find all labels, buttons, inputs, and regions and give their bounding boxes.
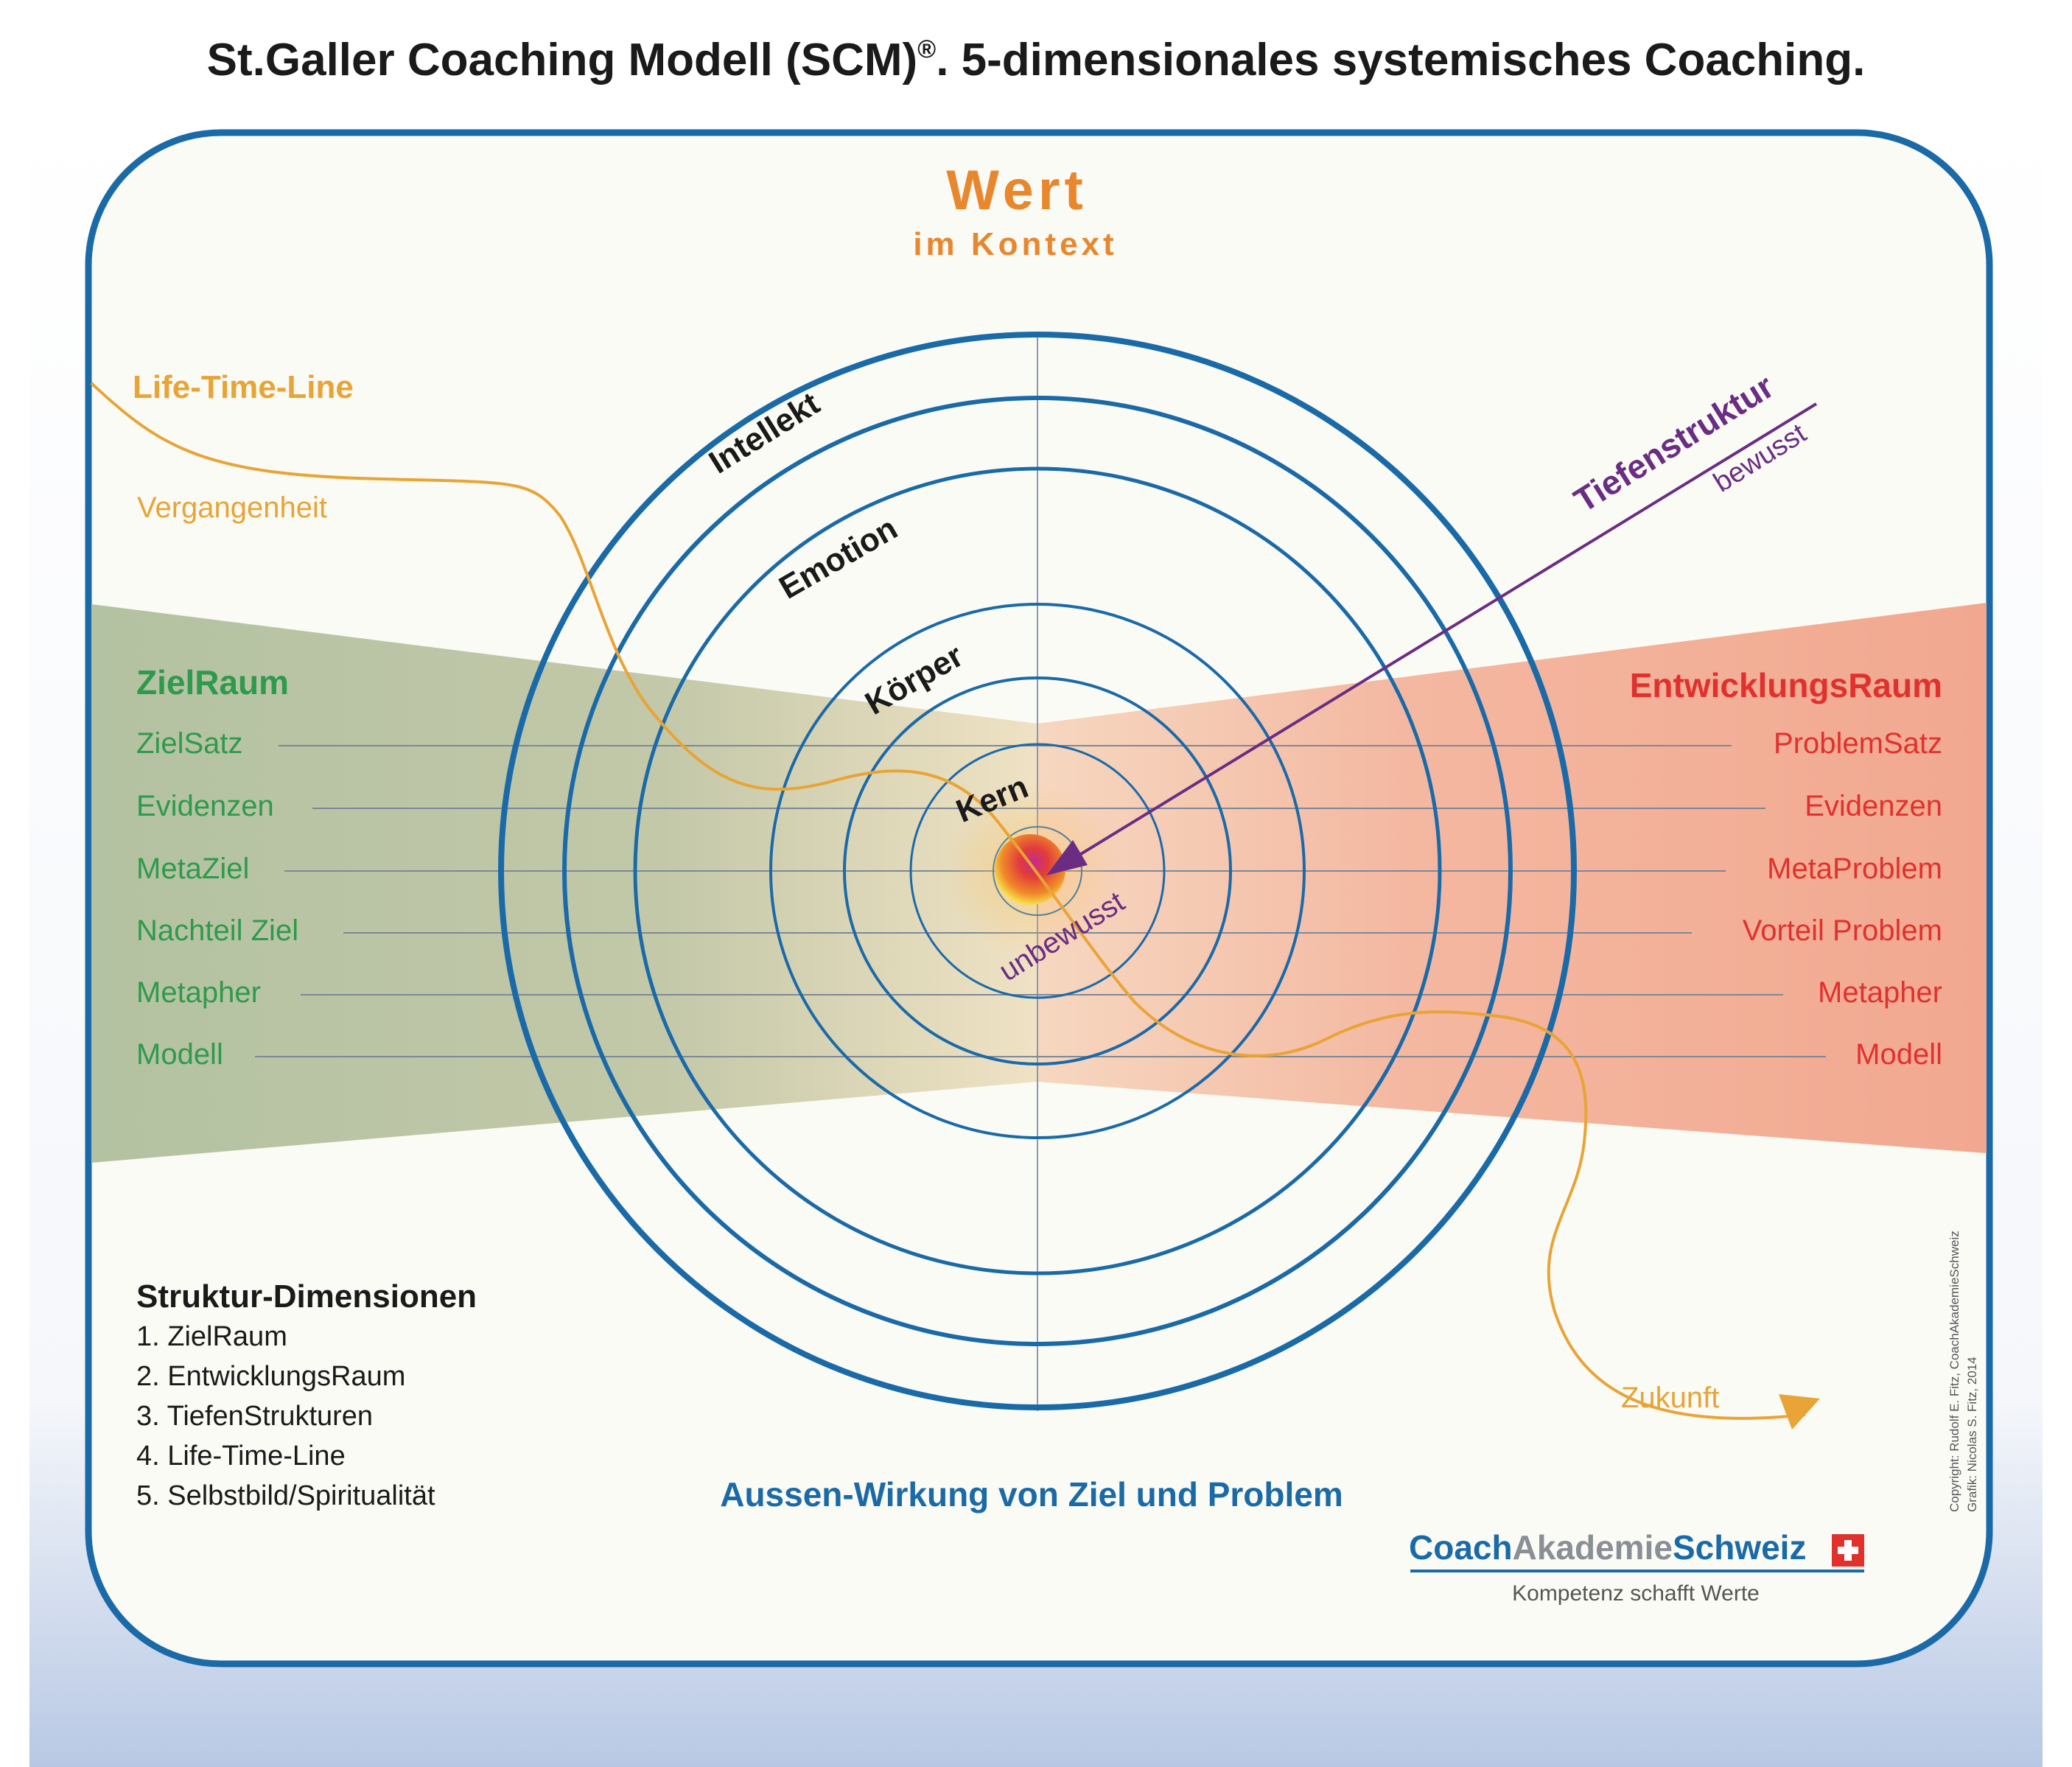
entwicklungsraum-title: EntwicklungsRaum xyxy=(1630,666,1942,704)
struktur-item: 1. ZielRaum xyxy=(136,1321,287,1352)
zielraum-item: MetaZiel xyxy=(136,853,249,885)
zielraum-item: Nachteil Ziel xyxy=(136,914,298,947)
zielraum-items: ZielSatz Evidenzen MetaZiel Nachteil Zie… xyxy=(136,727,298,1071)
entwicklungsraum-lines xyxy=(1037,745,1826,1057)
zielraum-title: ZielRaum xyxy=(136,663,289,701)
logo-wordmark: CoachAkademieSchweiz xyxy=(1409,1528,1806,1567)
life-time-line-curve xyxy=(90,382,1806,1420)
struktur-item: 4. Life-Time-Line xyxy=(136,1441,346,1472)
logo-underline xyxy=(1410,1570,1864,1572)
struktur-items: 1. ZielRaum 2. EntwicklungsRaum 3. Tiefe… xyxy=(136,1321,435,1511)
entwicklungsraum-item: Modell xyxy=(1855,1038,1942,1071)
zielraum-item: Modell xyxy=(136,1038,223,1071)
title-main: St.Galler Coaching Modell (SCM) xyxy=(207,35,918,85)
entwicklungsraum-item: Vorteil Problem xyxy=(1743,914,1942,947)
ring-intellekt xyxy=(562,396,1513,1346)
zielraum-item: Metapher xyxy=(136,976,261,1009)
zukunft-label: Zukunft xyxy=(1621,1382,1719,1414)
ring-emotion xyxy=(633,466,1442,1276)
entwicklungsraum-item: ProblemSatz xyxy=(1774,727,1942,760)
rings xyxy=(498,332,1577,1410)
copyright-line-2: Grafik: Nicolas S. Fitz, 2014 xyxy=(1965,1357,1979,1512)
entwicklungsraum-item: MetaProblem xyxy=(1767,853,1942,885)
wert-subtitle: im Kontext xyxy=(913,226,1117,262)
title-registered-mark: ® xyxy=(917,35,936,63)
zielraum-lines xyxy=(255,745,1037,1057)
copyright-line-1: Copyright: Rudolf E. Fitz, CoachAkademie… xyxy=(1947,1231,1961,1512)
struktur-item: 5. Selbstbild/Spiritualität xyxy=(136,1480,435,1511)
entwicklungsraum-item: Metapher xyxy=(1818,976,1942,1009)
entwicklungsraum-items: ProblemSatz Evidenzen MetaProblem Vortei… xyxy=(1743,727,1942,1071)
entwicklungsraum-item: Evidenzen xyxy=(1805,790,1942,822)
struktur-item: 2. EntwicklungsRaum xyxy=(136,1361,405,1392)
aussen-wirkung-label: Aussen-Wirkung von Ziel und Problem xyxy=(720,1475,1343,1514)
struktur-item: 3. TiefenStrukturen xyxy=(136,1401,373,1432)
logo-part-schweiz: Schweiz xyxy=(1673,1528,1807,1567)
tiefenstruktur-line xyxy=(1076,402,1818,858)
zielraum-item: ZielSatz xyxy=(136,727,243,760)
wert-title: Wert xyxy=(946,159,1088,222)
title-rest: . 5-dimensionales systemisches Coaching. xyxy=(936,35,1865,85)
zielraum-item: Evidenzen xyxy=(136,790,274,822)
zukunft-arrowhead xyxy=(1779,1394,1820,1430)
logo-part-akademie: Akademie xyxy=(1513,1528,1673,1567)
page-title: St.Galler Coaching Modell (SCM)®. 5-dime… xyxy=(207,35,1866,85)
struktur-title: Struktur-Dimensionen xyxy=(136,1278,477,1315)
ring-kern xyxy=(909,743,1166,999)
vergangenheit-label: Vergangenheit xyxy=(137,491,327,524)
tiefenstruktur-arrowhead xyxy=(1046,840,1088,875)
logo-tagline: Kompetenz schafft Werte xyxy=(1512,1581,1760,1606)
life-time-line-title: Life-Time-Line xyxy=(133,369,354,405)
swiss-cross-horizontal xyxy=(1838,1547,1858,1554)
ring-outer xyxy=(498,332,1577,1410)
logo-part-coach: Coach xyxy=(1409,1528,1513,1567)
ring-koerper xyxy=(769,603,1306,1139)
logo: CoachAkademieSchweiz Kompetenz schafft W… xyxy=(1409,1528,1864,1606)
ring-inner xyxy=(843,676,1232,1066)
